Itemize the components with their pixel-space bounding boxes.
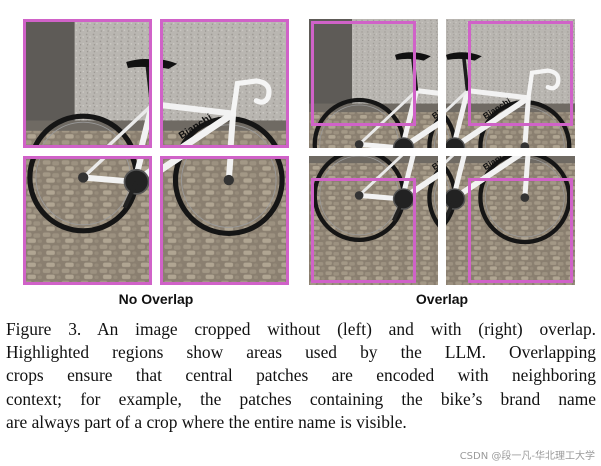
- label-no-overlap: No Overlap: [118, 291, 194, 307]
- no-overlap-crop-top-right: [160, 19, 289, 148]
- overlap-crop-top-right: [446, 19, 575, 148]
- no-overlap-crop-top-left: [23, 19, 152, 148]
- caption-line: are always part of a crop where the enti…: [6, 411, 407, 432]
- no-overlap-crop-bottom-left: [23, 156, 152, 285]
- overlap-crop-bottom-right: [446, 156, 575, 285]
- figure-caption: Figure 3. An image cropped without (left…: [6, 318, 596, 434]
- caption-line: context; for example, the patches contai…: [6, 388, 596, 409]
- overlap-crop-bottom-left: [309, 156, 438, 285]
- caption-line: Highlighted regions show areas used by t…: [6, 342, 596, 363]
- caption-line: crops ensure that central patches are en…: [6, 365, 596, 386]
- watermark: CSDN @段一凡-华北理工大学: [459, 451, 595, 462]
- no-overlap-crop-bottom-right: [160, 156, 289, 285]
- label-overlap: Overlap: [415, 291, 469, 307]
- overlap-crop-top-left: [309, 19, 438, 148]
- caption-line: Figure 3. An image cropped without (left…: [6, 319, 596, 339]
